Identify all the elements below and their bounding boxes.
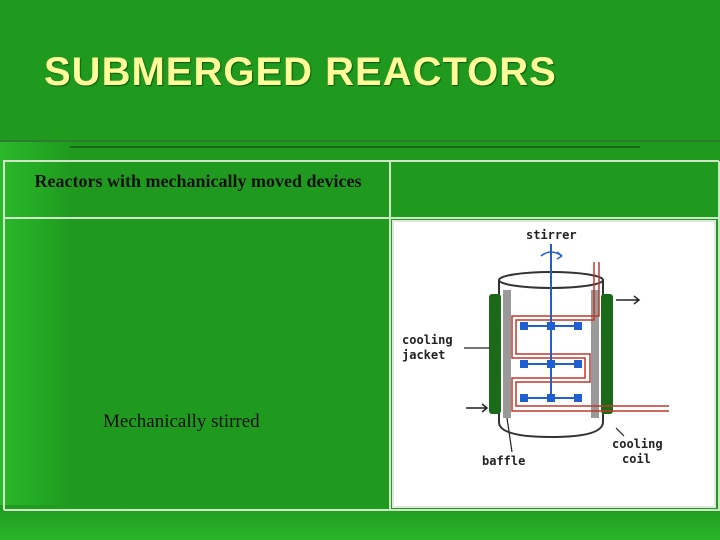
label-baffle: baffle: [482, 454, 525, 468]
flow-arrows: [466, 295, 641, 413]
slide-title: SUBMERGED REACTORS: [44, 50, 557, 94]
reactor-type-label: Mechanically stirred: [103, 411, 260, 432]
label-stirrer: stirrer: [526, 228, 577, 242]
title-divider-accent: [70, 146, 640, 148]
label-cooling-jacket-2: jacket: [402, 348, 445, 362]
cooling-coil: [511, 262, 669, 412]
cooling-jacket: [489, 294, 613, 414]
label-cooling-coil-2: coil: [622, 452, 651, 466]
label-cooling-jacket-1: cooling: [402, 333, 453, 347]
table-header-right-cell: [390, 161, 720, 218]
leader-lines: [464, 347, 625, 453]
table-header-left: Reactors with mechanically moved devices: [34, 171, 362, 191]
baffles: [503, 290, 599, 418]
table-header-left-cell: Reactors with mechanically moved devices: [4, 161, 390, 218]
stirred-reactor-svg: stirrer cooling jacket baffle cooling co…: [402, 228, 669, 468]
reactor-table: Reactors with mechanically moved devices…: [3, 160, 720, 511]
background-band-left: [0, 140, 70, 540]
title-divider: [0, 140, 720, 142]
table-row-left-cell: Mechanically stirred: [4, 218, 390, 511]
reactor-diagram: stirrer cooling jacket baffle cooling co…: [392, 220, 716, 508]
stirrer: [520, 244, 582, 402]
label-cooling-coil-1: cooling: [612, 437, 663, 451]
